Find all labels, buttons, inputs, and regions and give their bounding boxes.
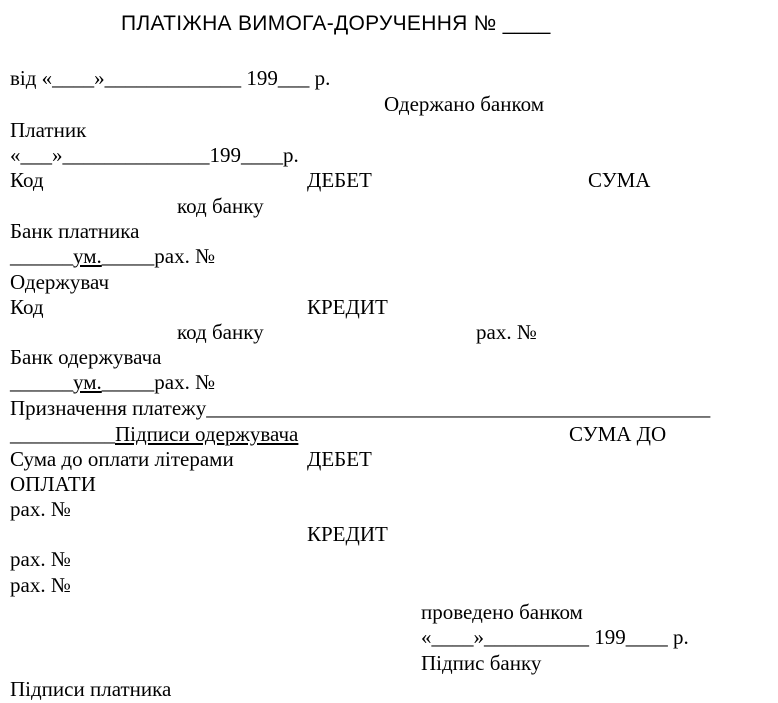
payer-bank-label: Банк платника [10,219,140,243]
sum-in-words-label: Сума до оплати літерами [10,447,234,471]
recipient-label: Одержувач [10,270,110,294]
recipient-bank-code-label: код банку [177,320,264,344]
recipient-bank-label: Банк одержувача [10,345,162,369]
sum-label: СУМА [588,168,651,192]
recipient-account-line: ______ум._____рах. № [10,370,215,394]
payer-account-line: ______ум._____рах. № [10,244,215,268]
processed-date-line: «____»__________ 199____ р. [421,625,689,649]
account-label-2: рах. № [10,547,71,571]
recipient-account-um: ум. [73,370,102,394]
payer-account-label: рах. № [154,244,216,268]
account-label-1: рах. № [10,497,71,521]
account-label-3: рах. № [10,573,71,597]
recipient-signatures-label: Підписи одержувача [115,422,299,446]
recipient-account-label-2: рах. № [154,370,216,394]
bank-signature-label: Підпис банку [421,651,542,675]
recipient-code-label: Код [10,295,44,319]
credit-label: КРЕДИТ [307,295,388,319]
payer-code-label: Код [10,168,44,192]
recipient-signatures-blank: __________ [10,422,115,446]
processed-by-bank-label: проведено банком [421,600,583,624]
payer-signatures-label: Підписи платника [10,677,172,701]
payer-bank-code-label: код банку [177,194,264,218]
payer-date-line: «___»______________199____р. [10,143,299,167]
recipient-account-blank-2: _____ [101,370,155,394]
debit-label: ДЕБЕТ [307,168,372,192]
recipient-account-label: рах. № [476,320,537,344]
payer-account-um: ум. [73,244,102,268]
recipient-signatures-line: __________Підписи одержувача [10,422,298,446]
received-by-bank-label: Одержано банком [384,92,544,116]
sum-to-label: СУМА ДО [569,422,667,446]
payer-account-blank: ______ [10,244,73,268]
form-date-line: від «____»_____________ 199___ р. [10,66,331,90]
form-title: ПЛАТІЖНА ВИМОГА-ДОРУЧЕННЯ № ____ [121,12,551,35]
payment-label: ОПЛАТИ [10,472,96,496]
debit-label-2: ДЕБЕТ [307,447,372,471]
payer-account-blank-2: _____ [101,244,155,268]
recipient-account-blank: ______ [10,370,73,394]
payment-purpose-line: Призначення платежу_____________________… [10,396,711,420]
credit-label-2: КРЕДИТ [307,522,388,546]
payer-label: Платник [10,118,87,142]
